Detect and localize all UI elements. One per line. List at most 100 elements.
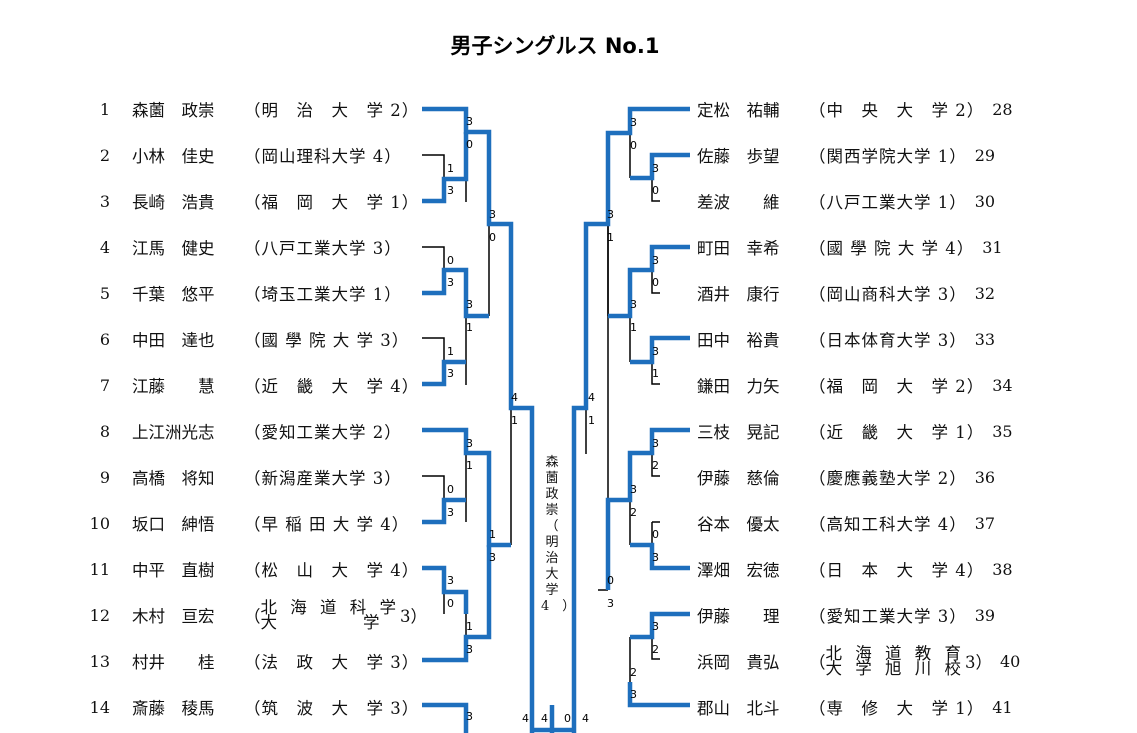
match-score: 4 <box>582 712 589 725</box>
match-score: 3 <box>652 551 659 564</box>
seed-number: 35 <box>992 421 1013 441</box>
player-name: 坂口 紳悟 <box>132 515 215 534</box>
seed-number: 9 <box>99 467 110 487</box>
match-score: 3 <box>652 437 659 450</box>
seed-number: 32 <box>974 283 996 303</box>
seed-number: 6 <box>99 329 110 349</box>
player-school: （高知工科大学 4） <box>809 515 967 534</box>
player-school: （八戸工業大学 1） <box>809 193 967 212</box>
match-score: 1 <box>466 321 473 334</box>
bracket-winner-lines <box>422 106 690 733</box>
player-name: 江藤 慧 <box>132 377 215 396</box>
player-name: 郡山 北斗 <box>697 699 780 718</box>
match-score: 3 <box>466 710 473 723</box>
player-name: 伊藤 慈倫 <box>697 469 780 488</box>
player-school: （岡山理科大学 4） <box>244 147 402 166</box>
match-score: 0 <box>652 528 659 541</box>
match-score: 1 <box>588 414 595 427</box>
school-name-stack: 北 海 道 科 学大 学 <box>260 598 400 631</box>
match-score: 3 <box>447 367 454 380</box>
player-name: 江馬 健史 <box>132 239 215 258</box>
player-row: 伊藤 慈倫（慶應義塾大学 2）36 <box>697 464 1005 490</box>
player-row: 鎌田 力矢（福 岡 大 学 2）34 <box>697 372 1022 398</box>
seed-number: 36 <box>974 467 996 487</box>
player-name: 三枝 晃記 <box>697 423 780 442</box>
match-score: 0 <box>630 139 637 152</box>
seed-number: 12 <box>89 605 110 625</box>
match-score: 3 <box>630 688 637 701</box>
match-score: 1 <box>652 367 659 380</box>
match-score: 3 <box>466 298 473 311</box>
match-score: 2 <box>652 643 659 656</box>
school-name-stack: 北 海 道 教 育大 学 旭 川 校 <box>825 645 965 678</box>
player-name: 鎌田 力矢 <box>697 377 780 396</box>
match-score: 4 <box>588 391 595 404</box>
match-score: 3 <box>447 506 454 519</box>
seed-number: 13 <box>89 651 110 671</box>
seed-number: 8 <box>99 421 110 441</box>
seed-number: 10 <box>89 513 110 533</box>
player-name: 佐藤 歩望 <box>697 147 780 166</box>
player-row: 郡山 北斗（専 修 大 学 1）41 <box>697 694 1022 720</box>
player-name: 上江洲光志 <box>132 423 215 442</box>
school-paren-open: （ <box>809 653 826 672</box>
match-score: 4 <box>511 391 518 404</box>
school-name-line: 大 学 旭 川 校 <box>825 659 965 678</box>
match-score: 1 <box>447 345 454 358</box>
seed-number: 28 <box>992 99 1013 119</box>
seed-number: 34 <box>992 375 1013 395</box>
player-row: 田中 裕貴（日本体育大学 3）33 <box>697 326 1005 352</box>
player-school: （國 學 院 大 学 4） <box>809 239 975 258</box>
seed-number: 33 <box>974 329 996 349</box>
seed-number: 2 <box>99 145 110 165</box>
match-score: 1 <box>466 459 473 472</box>
match-score: 3 <box>447 184 454 197</box>
match-score: 1 <box>489 528 496 541</box>
seed-number: 7 <box>99 375 110 395</box>
player-school: （関西学院大学 1） <box>809 147 967 166</box>
match-score: 0 <box>607 574 614 587</box>
match-score: 1 <box>511 414 518 427</box>
player-school: （早 稲 田 大 学 4） <box>244 515 410 534</box>
match-score: 3 <box>652 345 659 358</box>
match-score: 3 <box>489 551 496 564</box>
seed-number: 1 <box>99 99 110 119</box>
seed-number: 3 <box>99 191 110 211</box>
school-name-line: 北 海 道 科 学 <box>260 598 400 617</box>
player-row: 定松 祐輔（中 央 大 学 2）28 <box>697 96 1022 122</box>
school-paren-close: 3） <box>399 607 427 626</box>
player-school: （松 山 大 学 4） <box>244 561 420 580</box>
player-row: 澤畑 宏徳（日 本 大 学 4）38 <box>697 556 1022 582</box>
match-score: 2 <box>652 459 659 472</box>
player-school: （専 修 大 学 1） <box>809 699 985 718</box>
player-name: 伊藤 理 <box>697 607 780 626</box>
match-score: 1 <box>466 620 473 633</box>
player-school: （法 政 大 学 3） <box>244 653 420 672</box>
match-score: 3 <box>489 208 496 221</box>
match-score: 3 <box>652 620 659 633</box>
player-name: 町田 幸希 <box>697 239 780 258</box>
player-school: （福 岡 大 学 1） <box>244 193 420 212</box>
match-score: 0 <box>564 712 571 725</box>
player-school: （筑 波 大 学 3） <box>244 699 420 718</box>
match-score: 3 <box>652 254 659 267</box>
match-score: 3 <box>630 116 637 129</box>
match-score: 0 <box>652 276 659 289</box>
player-name: 高橋 将知 <box>132 469 215 488</box>
match-score: 1 <box>607 231 614 244</box>
player-name: 谷本 優太 <box>697 515 780 534</box>
player-row: 10 坂口 紳悟 （早 稲 田 大 学 4） <box>84 510 409 536</box>
seed-number: 40 <box>999 651 1021 671</box>
match-score: 3 <box>607 597 614 610</box>
match-score: 0 <box>489 231 496 244</box>
school-paren-open: （ <box>244 607 261 626</box>
match-score: 3 <box>652 162 659 175</box>
player-school: （岡山商科大学 3） <box>809 285 967 304</box>
